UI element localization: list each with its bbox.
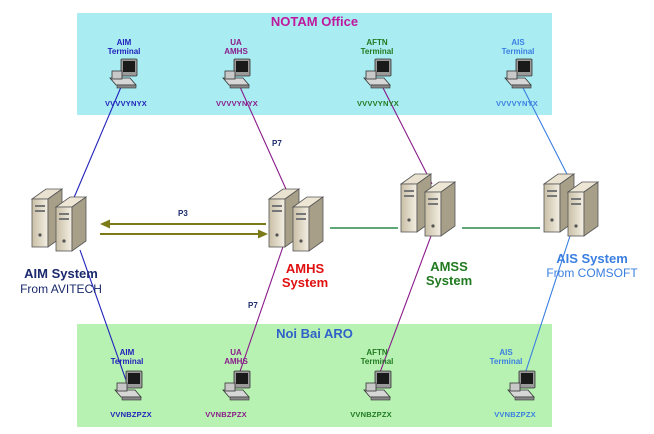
p3-label: P3 (178, 209, 188, 218)
link-ua-amhs-bottom (235, 237, 287, 384)
bottom-terminal-label-aftn: AFTN Terminal (360, 348, 394, 366)
link-ua-amhs-top (235, 77, 291, 199)
aim-system-subtitle: From AVITECH (20, 282, 102, 296)
top-terminal-code-aftn: VVVVYNYX (356, 99, 400, 108)
amss-server-icon (397, 170, 461, 243)
noi-bai-aro-band (77, 324, 552, 427)
link-aftn-terminal-bottom (375, 235, 432, 384)
amhs-server-icon (265, 185, 329, 258)
notam-office-title: NOTAM Office (270, 14, 359, 29)
computer-terminal-icon (221, 56, 255, 95)
ais-system-title: AIS System (556, 251, 628, 266)
p7-label-top: P7 (272, 139, 282, 148)
top-terminal-label-aftn: AFTN Terminal (360, 38, 394, 56)
p7-label-bottom: P7 (248, 301, 258, 310)
computer-terminal-icon (362, 368, 396, 407)
p3-arrowhead-left (100, 219, 110, 229)
computer-terminal-icon (503, 56, 537, 95)
top-terminal-label-aim: AIM Terminal (107, 38, 141, 56)
bottom-terminal-label-aim: AIM Terminal (110, 348, 144, 366)
amhs-system-title: AMHS System (281, 261, 329, 290)
top-terminal-code-ais: VVVVYNYX (495, 99, 539, 108)
bottom-terminal-code-aim: VVNBZPZX (110, 410, 152, 419)
link-ais-terminal-bottom (521, 235, 571, 384)
top-terminal-code-aim: VVVVYNYX (104, 99, 148, 108)
p3-arrowhead-right (258, 229, 268, 239)
bottom-terminal-code-aftn: VVNBZPZX (350, 410, 392, 419)
computer-terminal-icon (221, 368, 255, 407)
computer-terminal-icon (108, 56, 142, 95)
amss-system-title: AMSS System (425, 259, 473, 288)
link-aim-terminal-bottom (79, 249, 128, 384)
ais-system-subtitle: From COMSOFT (546, 266, 638, 280)
top-terminal-code-ua-amhs: VVVVYNYX (215, 99, 259, 108)
aim-server-icon (28, 185, 92, 258)
computer-terminal-icon (362, 56, 396, 95)
ais-server-icon (540, 170, 604, 243)
bottom-terminal-label-ais: AIS Terminal (489, 348, 523, 366)
link-aim-terminal-top (72, 79, 125, 201)
computer-terminal-icon (113, 368, 147, 407)
notam-office-band (77, 13, 552, 115)
aim-system-title: AIM System (24, 266, 98, 281)
bottom-terminal-label-ua-amhs: UA AMHS (224, 348, 248, 366)
top-terminal-label-ais: AIS Terminal (501, 38, 535, 56)
computer-terminal-icon (506, 368, 540, 407)
link-ais-terminal-top (517, 77, 573, 185)
noi-bai-aro-title: Noi Bai ARO (276, 326, 353, 341)
bottom-terminal-code-ais: VVNBZPZX (494, 410, 536, 419)
link-aftn-terminal-top (377, 77, 433, 185)
bottom-terminal-code-ua-amhs: VVNBZPZX (205, 410, 247, 419)
top-terminal-label-ua-amhs: UA AMHS (224, 38, 248, 56)
